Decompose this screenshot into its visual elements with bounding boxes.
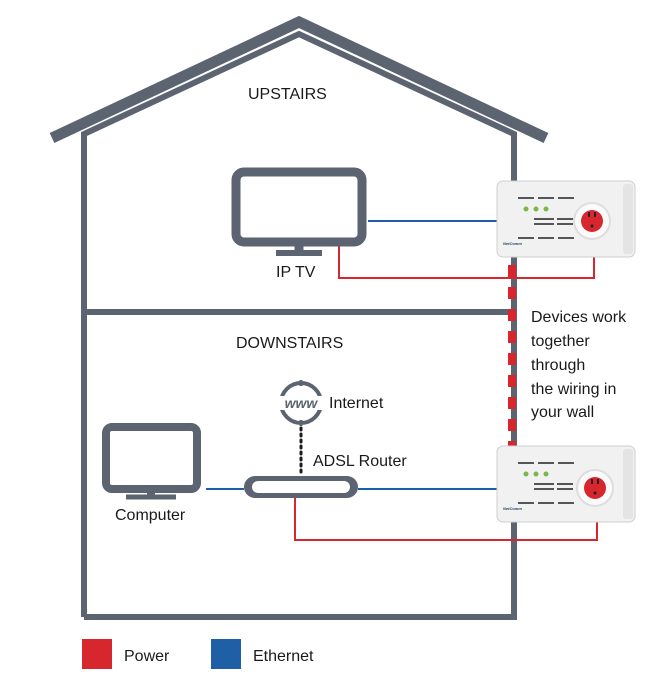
downstairs-label: DOWNSTAIRS bbox=[236, 335, 343, 352]
tv-icon bbox=[231, 167, 367, 256]
legend-swatch-power bbox=[82, 639, 112, 669]
legend-label-ethernet: Ethernet bbox=[253, 648, 314, 665]
ethernet-cables bbox=[206, 220, 498, 490]
internet-label: Internet bbox=[329, 395, 384, 412]
device-brand: NetComm bbox=[503, 506, 522, 511]
computer-label: Computer bbox=[115, 507, 186, 524]
monitor-icon bbox=[102, 423, 201, 500]
house-outline bbox=[49, 15, 549, 620]
router-icon bbox=[244, 476, 358, 498]
wiring-note: Devices work together through the wiring… bbox=[531, 309, 627, 421]
legend: Power Ethernet bbox=[82, 639, 314, 669]
legend-swatch-ethernet bbox=[211, 639, 241, 669]
upstairs-label: UPSTAIRS bbox=[248, 86, 327, 103]
powerline-adapter-downstairs: NetComm bbox=[496, 445, 636, 523]
note-line-1: Devices work bbox=[531, 309, 627, 326]
note-line-3: through bbox=[531, 357, 585, 374]
note-line-5: your wall bbox=[531, 404, 594, 421]
router-label: ADSL Router bbox=[313, 453, 407, 470]
legend-label-power: Power bbox=[124, 648, 170, 665]
www-text: www bbox=[285, 395, 319, 411]
powerline-adapter-upstairs: NetComm bbox=[496, 180, 636, 258]
device-brand: NetComm bbox=[503, 241, 522, 246]
note-line-2: together bbox=[531, 333, 590, 350]
note-line-4: the wiring in bbox=[531, 381, 616, 398]
globe-www-icon: www bbox=[276, 380, 326, 426]
iptv-label: IP TV bbox=[276, 264, 316, 281]
